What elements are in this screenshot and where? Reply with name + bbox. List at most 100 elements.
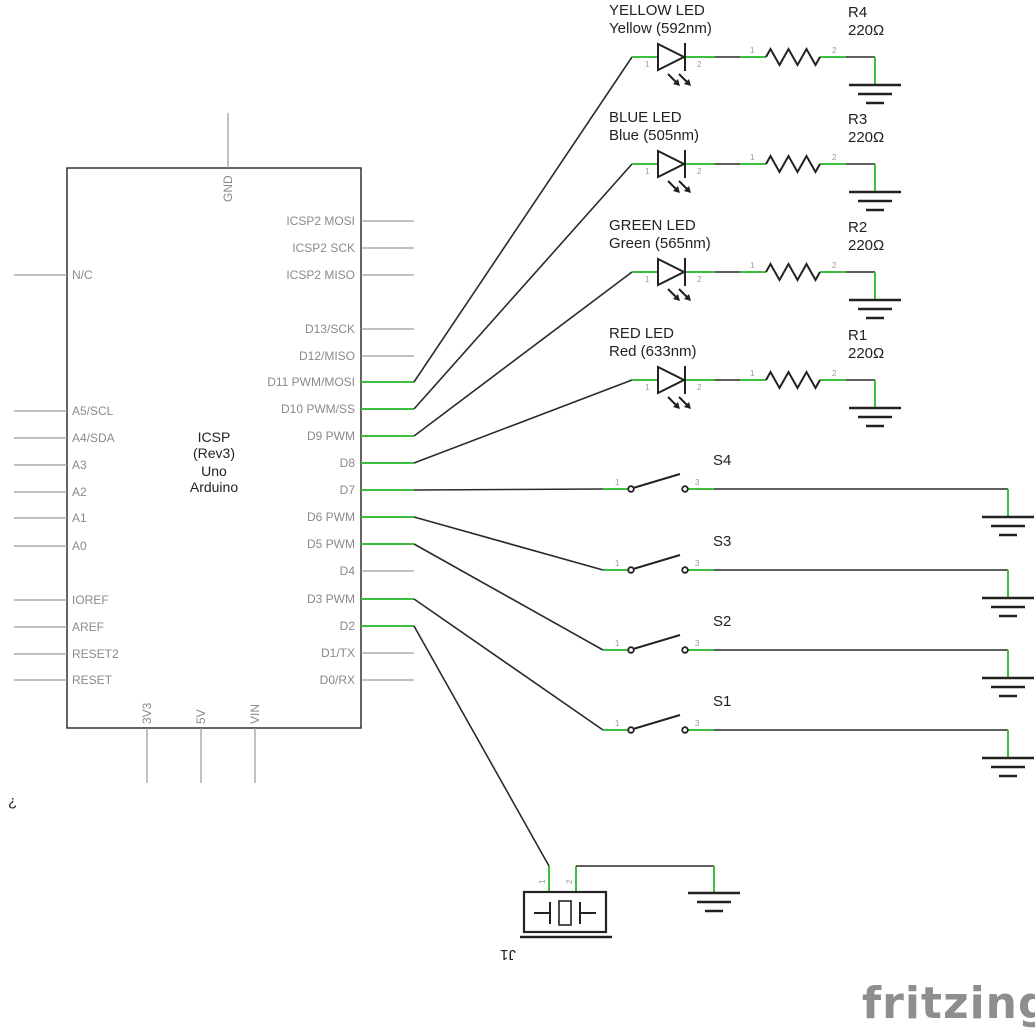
diode-triangle — [657, 149, 687, 179]
emission-arrow-head — [684, 186, 691, 193]
ground-symbol — [849, 83, 901, 105]
resistor-value-label: 220Ω — [848, 129, 884, 146]
pin-number: 2 — [832, 261, 837, 270]
pin-number: 1 — [615, 719, 620, 728]
pin-number: 1 — [538, 879, 547, 884]
led-name-label: GREEN LED — [609, 217, 696, 234]
pin-number: 2 — [697, 383, 702, 392]
right-pin-label: D8 — [340, 456, 356, 470]
switch-label: S2 — [713, 613, 731, 630]
led-emission-arrows — [667, 73, 691, 86]
switch-contact — [627, 566, 635, 574]
pin-number: 1 — [645, 275, 650, 284]
led-emission-arrows — [667, 288, 691, 301]
switch-contact — [627, 646, 635, 654]
resistor-value-label: 220Ω — [848, 22, 884, 39]
pin-number: 3 — [695, 639, 700, 648]
pin-number: 1 — [645, 167, 650, 176]
buzzer-label: J1 — [500, 946, 516, 963]
emission-arrow-head — [684, 402, 691, 409]
pin-number: 1 — [615, 639, 620, 648]
pin-number: 1 — [750, 369, 755, 378]
arduino-title-line: ICSP — [198, 429, 231, 445]
ground-symbol — [982, 596, 1034, 618]
left-pin-label: A1 — [72, 511, 87, 525]
diode-triangle — [657, 257, 687, 287]
left-pin-label: A5/SCL — [72, 404, 114, 418]
arduino-title-line: Arduino — [190, 479, 238, 495]
left-pin-label: A4/SDA — [72, 431, 115, 445]
led-desc-label: Blue (505nm) — [609, 127, 699, 144]
ground-symbol — [688, 891, 740, 913]
pin-number: 3 — [695, 719, 700, 728]
left-pin-label: A3 — [72, 458, 87, 472]
emission-arrow-head — [684, 294, 691, 301]
left-pin-label: IOREF — [72, 593, 109, 607]
arduino-body — [66, 167, 362, 729]
pin-number: 2 — [832, 369, 837, 378]
switch-signal-wire — [413, 543, 604, 651]
led-signal-wire — [413, 56, 633, 383]
right-pin-label: ICSP2 MOSI — [286, 214, 355, 228]
resistor-name-label: R2 — [848, 219, 867, 236]
resistor-name-label: R3 — [848, 111, 867, 128]
right-pin-label: ICSP2 SCK — [292, 241, 355, 255]
led-signal-wire — [413, 379, 633, 464]
ground-symbol — [849, 406, 901, 428]
right-pin-label: D1/TX — [321, 646, 355, 660]
emission-arrow-head — [673, 186, 680, 193]
stray-mark: ¿ — [8, 793, 17, 810]
right-pin-label: D3 PWM — [307, 592, 355, 606]
emission-arrow-head — [673, 294, 680, 301]
pin-number: 2 — [832, 153, 837, 162]
diode-triangle — [657, 42, 687, 72]
right-pin-label: D0/RX — [320, 673, 355, 687]
buzzer-j1: 1 2J1 — [500, 865, 740, 963]
led-desc-label: Green (565nm) — [609, 235, 711, 252]
ground-symbol — [982, 756, 1034, 778]
ground-symbol — [982, 515, 1034, 537]
emission-arrow-head — [684, 79, 691, 86]
switch-contact — [681, 726, 689, 734]
pin-label-gnd: GND — [221, 175, 235, 202]
left-pin-label: RESET — [72, 673, 113, 687]
switch-signal-wire — [413, 488, 604, 491]
switch-contact — [681, 566, 689, 574]
pin-number: 3 — [695, 478, 700, 487]
switch-contact — [681, 485, 689, 493]
right-pin-label: D10 PWM/SS — [281, 402, 355, 416]
arduino-title-line: (Rev3) — [193, 445, 235, 461]
arduino-title-line: Uno — [201, 463, 227, 479]
pin-number: 3 — [695, 559, 700, 568]
led-name-label: YELLOW LED — [609, 2, 705, 19]
led-desc-label: Red (633nm) — [609, 343, 697, 360]
pin-number: 1 — [645, 60, 650, 69]
bottom-pin-label: 5V — [194, 709, 208, 724]
switch-label: S4 — [713, 452, 731, 469]
right-pin-label: D6 PWM — [307, 510, 355, 524]
switch-signal-wire — [413, 516, 604, 571]
switch-circuit: S2 1 3 — [603, 613, 1034, 698]
pin-number: 2 — [697, 60, 702, 69]
pin-number: 2 — [697, 167, 702, 176]
led-name-label: BLUE LED — [609, 109, 682, 126]
switch-contact — [627, 485, 635, 493]
resistor-name-label: R4 — [848, 4, 867, 21]
emission-arrow-head — [673, 402, 680, 409]
pin-number: 2 — [565, 879, 574, 884]
resistor-zigzag — [765, 153, 821, 175]
switch-contact — [627, 726, 635, 734]
buzzer-signal-wire — [413, 625, 550, 867]
right-pin-label: D5 PWM — [307, 537, 355, 551]
ground-symbol — [849, 298, 901, 320]
right-pin-label: D7 — [340, 483, 356, 497]
left-pin-label: A2 — [72, 485, 87, 499]
left-pin-label: RESET2 — [72, 647, 119, 661]
pin-number: 1 — [645, 383, 650, 392]
